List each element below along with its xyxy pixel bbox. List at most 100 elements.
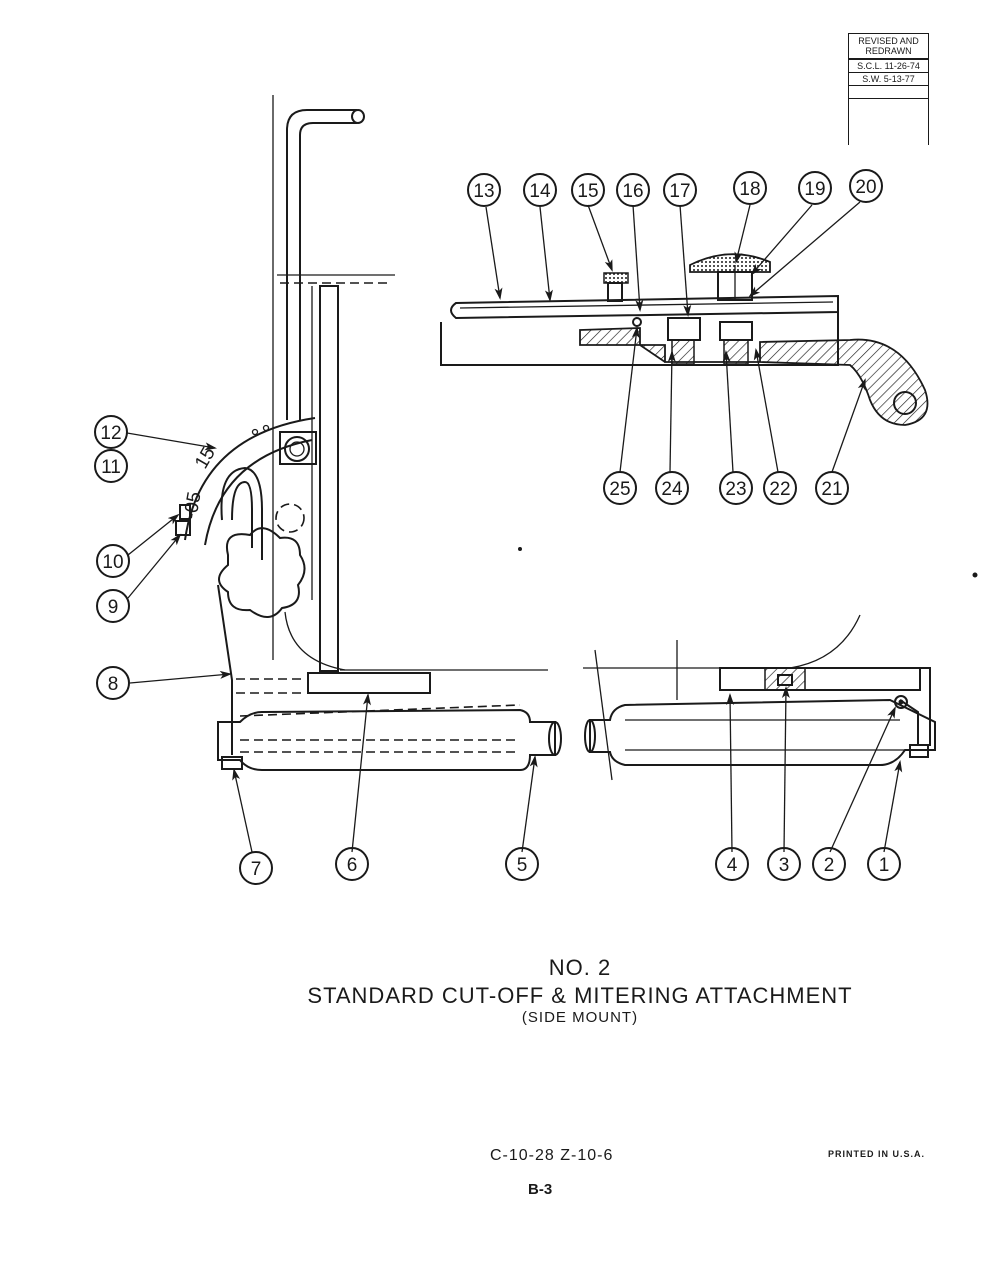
callout-label: 12 [100,423,121,444]
callout-label: 25 [609,479,630,500]
revision-header: REVISED AND REDRAWN [849,34,928,60]
set-screw [221,756,243,770]
callout-label: 23 [725,479,746,500]
pivot-block [279,431,317,465]
quadrant-pin [262,424,270,432]
drawing-number-title: NO. 2 [548,955,612,980]
callout-11: 11 [94,449,128,483]
callout-label: 22 [769,479,790,500]
callout-label: 9 [108,597,119,618]
miter-bar-end [548,721,562,756]
callout-10: 10 [96,544,130,578]
callout-label: 7 [251,859,262,880]
callout-label: 19 [804,179,825,200]
screw [777,674,793,686]
callout-label: 3 [779,855,790,876]
stray-mark [518,547,522,551]
slide-bar-edge [459,301,834,309]
callout-12: 12 [94,415,128,449]
callout-label: 8 [108,674,119,695]
callout-6: 6 [335,847,369,881]
hatched-section [579,327,929,426]
callout-label: 21 [821,479,842,500]
callout-23: 23 [719,471,753,505]
revision-entry: S.W. 5-13-77 [849,73,928,86]
callout-label: 6 [347,855,358,876]
base-plate [307,672,431,694]
stop-screw-nut [175,520,191,536]
callout-label: 18 [739,179,760,200]
thumb-screw[interactable] [603,272,629,284]
callout-9: 9 [96,589,130,623]
callout-label: 5 [517,855,528,876]
guide-rod [286,109,357,420]
callout-label: 1 [879,855,890,876]
miter-bar-end [584,719,596,753]
callout-24: 24 [655,471,689,505]
pin [632,317,642,327]
callout-8: 8 [96,666,130,700]
callout-15: 15 [571,173,605,207]
callout-group: 1 2 3 4 5 6 7 8 9 10 11 12 13 14 15 16 1… [94,169,901,885]
callout-label: 2 [824,855,835,876]
top-plate [719,667,921,691]
callout-label: 13 [473,181,494,202]
revision-entry: S.C.L. 11-26-74 [849,60,928,73]
side-view-assembly: 15 -05 [175,95,562,771]
callout-label: 17 [669,181,690,202]
pivot-hole-inner [289,441,305,457]
hidden-pin [275,503,305,533]
thumb-screw-shank [607,282,623,302]
section-view-assembly [440,253,929,426]
callout-16: 16 [616,173,650,207]
leader-lines [126,201,903,853]
revision-blank-row [849,86,928,99]
document-number: C-10-28 Z-10-6 [490,1147,614,1164]
reference-line [594,649,613,781]
callout-2: 2 [812,847,846,881]
front-view-assembly [583,614,936,781]
callout-label: 20 [855,177,876,198]
bolt-shank [723,339,749,365]
swing-arc [789,614,861,669]
guide-rod-inner [299,122,357,420]
callout-20: 20 [849,169,883,203]
callout-label: 11 [101,457,121,478]
rod-end [351,109,365,124]
stray-mark [972,572,978,578]
callout-14: 14 [523,173,557,207]
callout-label: 16 [622,181,643,202]
drawing-title: STANDARD CUT-OFF & MITERING ATTACHMENT [307,983,853,1008]
callout-4: 4 [715,847,749,881]
fence-bar [319,285,339,672]
slide-bar [450,294,839,320]
callout-18: 18 [733,171,767,205]
lock-knob[interactable] [218,527,306,618]
callout-label: 24 [661,479,683,500]
clamp-knob[interactable] [689,253,771,273]
bolt-head [667,317,701,341]
callout-17: 17 [663,173,697,207]
callout-label: 15 [577,181,598,202]
pivot-screw-center [898,699,904,705]
title-block: NO. 2 STANDARD CUT-OFF & MITERING ATTACH… [300,955,860,1026]
slotted-arm [220,466,263,560]
callout-19: 19 [798,171,832,205]
revision-block: REVISED AND REDRAWN S.C.L. 11-26-74 S.W.… [848,33,929,145]
handle-hole [893,391,917,415]
drawing-subtitle: (SIDE MOUNT) [521,1009,639,1026]
callout-label: 10 [102,552,123,573]
bolt-head [719,321,753,341]
pivot-hole [284,436,310,462]
page-number: B-3 [528,1181,553,1198]
callout-3: 3 [767,847,801,881]
callout-5: 5 [505,847,539,881]
hatched-insert [764,667,806,691]
callout-1: 1 [867,847,901,881]
bolt-shank [671,339,695,365]
body-curve [284,611,346,671]
callout-21: 21 [815,471,849,505]
hidden-line [239,704,521,717]
callout-25: 25 [603,471,637,505]
